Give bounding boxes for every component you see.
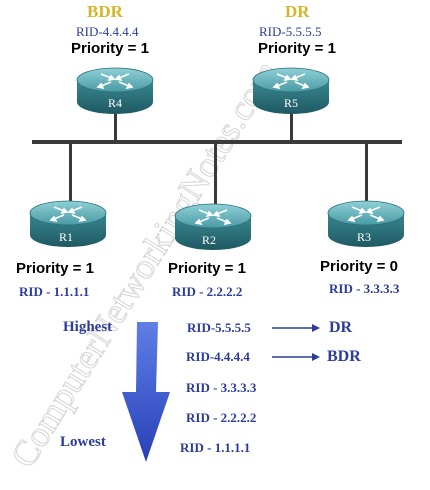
r4-priority: Priority = 1 xyxy=(71,40,149,57)
r1-priority: Priority = 1 xyxy=(16,260,94,277)
rank-result-dr: DR xyxy=(329,319,353,336)
r3-priority: Priority = 0 xyxy=(320,258,398,275)
r1-rid: RID - 1.1.1.1 xyxy=(19,284,90,299)
router-icon-r4: R4 xyxy=(76,67,154,115)
router-icon-r2: R2 xyxy=(174,203,252,251)
router-label-r3: R3 xyxy=(357,230,371,244)
bdr-pointer-arrow xyxy=(272,353,320,361)
r4-rid: RID-4.4.4.4 xyxy=(76,24,139,39)
dr-pointer-arrow xyxy=(272,324,320,332)
rank-item-5: RID - 1.1.1.1 xyxy=(180,440,251,455)
r2-rid: RID - 2.2.2.2 xyxy=(172,284,243,299)
rank-item-1: RID-5.5.5.5 xyxy=(187,320,251,335)
r5-priority: Priority = 1 xyxy=(258,40,336,57)
rank-item-3: RID - 3.3.3.3 xyxy=(186,380,257,395)
link-r5 xyxy=(290,110,293,142)
router-icon-r1: R1 xyxy=(29,200,107,248)
lowest-label: Lowest xyxy=(60,434,106,450)
rank-item-2: RID-4.4.4.4 xyxy=(186,349,250,364)
rank-result-bdr: BDR xyxy=(327,348,361,365)
highest-label: Highest xyxy=(63,319,113,335)
rank-item-4: RID - 2.2.2.2 xyxy=(186,410,257,425)
router-label-r4: R4 xyxy=(108,96,122,110)
link-r3 xyxy=(365,142,368,204)
r2-priority: Priority = 1 xyxy=(168,260,246,277)
router-icon-r5: R5 xyxy=(252,67,330,115)
router-label-r5: R5 xyxy=(284,96,298,110)
router-icon-r3: R3 xyxy=(327,200,405,248)
router-label-r1: R1 xyxy=(59,230,73,244)
ranking-arrow xyxy=(122,322,170,462)
bdr-role-label: BDR xyxy=(87,2,123,21)
r3-rid: RID - 3.3.3.3 xyxy=(329,281,400,296)
link-r2 xyxy=(214,142,217,204)
router-label-r2: R2 xyxy=(202,233,216,247)
link-r4 xyxy=(114,110,117,142)
r5-rid: RID-5.5.5.5 xyxy=(259,24,322,39)
link-r1 xyxy=(69,142,72,204)
dr-role-label: DR xyxy=(285,2,310,21)
